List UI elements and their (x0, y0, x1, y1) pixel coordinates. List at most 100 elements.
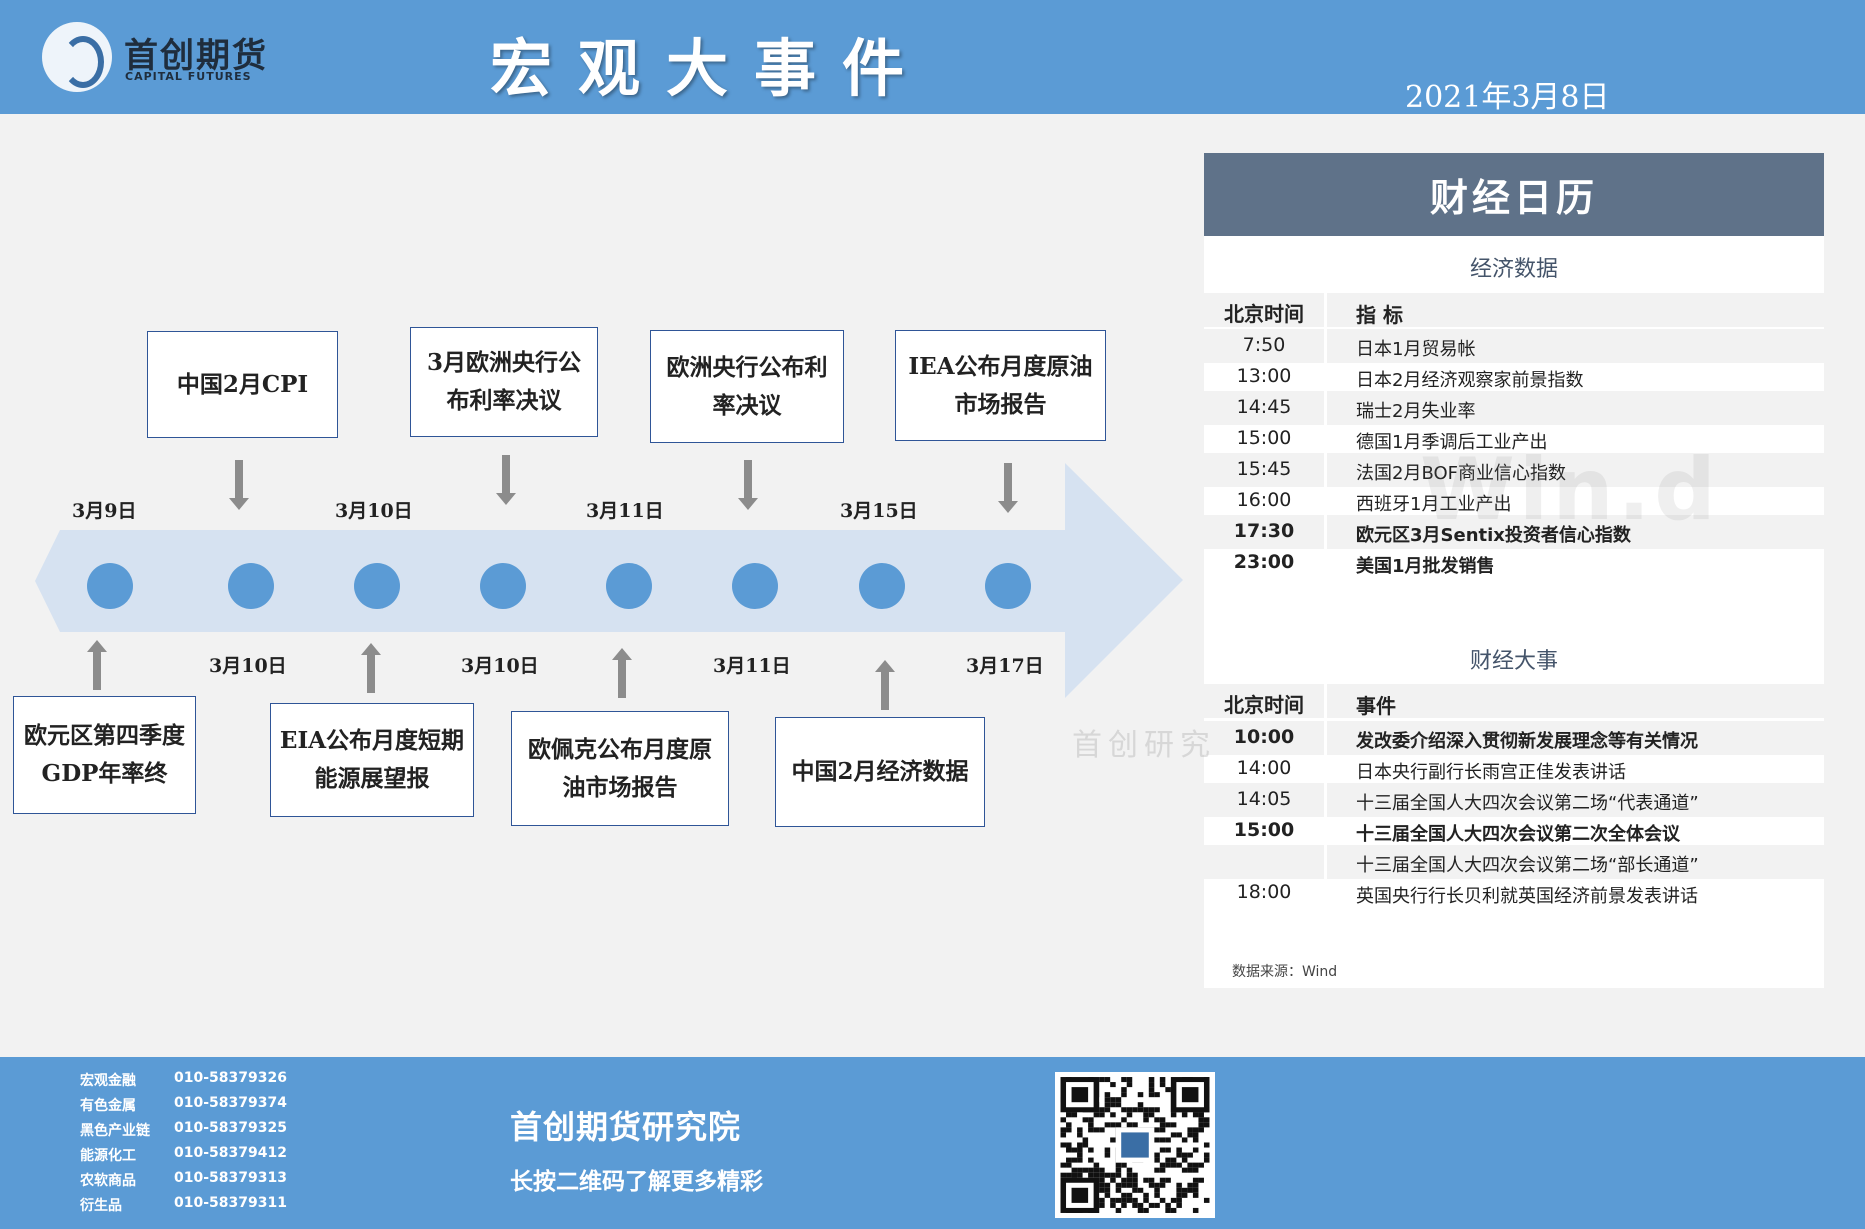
financial-event-row: 十三届全国人大四次会议第二场“部长通道” (1204, 845, 1824, 879)
col-header-time: 北京时间 (1224, 693, 1304, 717)
event-box-eurozone-gdp: 欧元区第四季度GDP年率终 (13, 696, 196, 814)
economic-data-row: 14:45 瑞士2月失业率 (1204, 391, 1824, 425)
timeline-dots (87, 563, 1031, 609)
timeline-dot (859, 563, 905, 609)
contact-phone: 010-58379374 (174, 1095, 287, 1111)
economic-data-row: 15:45 法国2月BOF商业信心指数 (1204, 453, 1824, 487)
date-label-top-4: 3月15日 (840, 500, 918, 522)
row-event: 日本央行副行长雨宫正佳发表讲话 (1356, 762, 1626, 783)
timeline-graphic (35, 455, 1183, 710)
timeline-dot (606, 563, 652, 609)
col-header-event: 事件 (1356, 694, 1396, 718)
row-time: 15:45 (1236, 458, 1292, 480)
financial-event-row: 14:00 日本央行副行长雨宫正佳发表讲话 (1204, 752, 1824, 786)
economic-data-row: 16:00 西班牙1月工业产出 (1204, 484, 1824, 518)
event-box-opec-oil-report: 欧佩克公布月度原油市场报告 (511, 711, 729, 826)
contact-dept: 宏观金融 (80, 1073, 136, 1089)
date-label-top-3: 3月11日 (586, 500, 664, 522)
qr-code-icon[interactable] (1055, 1072, 1215, 1218)
contact-phone: 010-58379313 (174, 1170, 287, 1186)
down-arrow-icon (229, 460, 249, 510)
row-indicator: 德国1月季调后工业产出 (1356, 432, 1548, 453)
qr-slogan: 长按二维码了解更多精彩 (510, 1169, 763, 1195)
down-arrow-icon (998, 463, 1018, 513)
economic-data-row: 17:30 欧元区3月Sentix投资者信心指数 (1204, 515, 1824, 549)
row-time: 17:30 (1233, 520, 1295, 542)
date-label-bottom-2: 3月10日 (461, 655, 539, 677)
contact-dept: 能源化工 (80, 1148, 136, 1164)
financial-event-row: 14:05 十三届全国人大四次会议第二场“代表通道” (1204, 783, 1824, 817)
col-header-time: 北京时间 (1224, 302, 1304, 326)
row-event: 发改委介绍深入贯彻新发展理念等有关情况 (1356, 731, 1698, 752)
row-time: 10:00 (1233, 726, 1295, 748)
financial-event-row: 10:00 发改委介绍深入贯彻新发展理念等有关情况 (1204, 721, 1824, 755)
calendar-title: 财经日历 (1204, 153, 1824, 236)
up-arrow-icon (875, 660, 895, 710)
economic-data-row: 15:00 德国1月季调后工业产出 (1204, 422, 1824, 456)
event-box-china-cpi: 中国2月CPI (147, 331, 338, 438)
contact-line: 黑色产业链 010-58379325 (80, 1120, 287, 1140)
row-indicator: 日本2月经济观察家前景指数 (1356, 370, 1584, 391)
event-box-china-economic-data: 中国2月经济数据 (775, 717, 985, 827)
row-event: 十三届全国人大四次会议第二场“部长通道” (1356, 855, 1699, 876)
row-time: 7:50 (1242, 334, 1286, 356)
research-watermark: 首创研究 (1072, 728, 1216, 763)
down-arrow-icon (738, 460, 758, 510)
row-event: 英国央行行长贝利就英国经济前景发表讲话 (1356, 886, 1698, 907)
row-indicator: 法国2月BOF商业信心指数 (1356, 463, 1567, 484)
date-label-bottom-4: 3月17日 (966, 655, 1044, 677)
date-label-bottom-3: 3月11日 (713, 655, 791, 677)
col-header-indicator: 指 标 (1356, 303, 1403, 327)
footer-banner: 宏观金融 010-58379326 有色金属 010-58379374 黑色产业链 010… (0, 1057, 1865, 1229)
timeline-dot (480, 563, 526, 609)
timeline-dot (732, 563, 778, 609)
date-label-top-1: 3月9日 (72, 500, 137, 522)
row-event: 十三届全国人大四次会议第二次全体会议 (1356, 824, 1680, 845)
section-financial-events-title: 财经大事 (1469, 649, 1558, 674)
contact-dept: 衍生品 (80, 1198, 122, 1214)
contact-phone: 010-58379412 (174, 1145, 287, 1161)
date-label-bottom-1: 3月10日 (209, 655, 287, 677)
row-indicator: 欧元区3月Sentix投资者信心指数 (1356, 525, 1631, 546)
economic-data-row: 23:00 美国1月批发销售 (1204, 546, 1824, 580)
event-box-ecb-rate-decision-march: 3月欧洲央行公布利率决议 (410, 327, 598, 437)
logo-english-name: CAPITAL FUTURES (125, 70, 252, 83)
down-arrow-icon (496, 455, 516, 505)
row-time: 14:45 (1236, 396, 1292, 418)
contact-line: 宏观金融 010-58379326 (80, 1070, 287, 1090)
contact-phone: 010-58379326 (174, 1070, 287, 1086)
financial-event-row: 18:00 英国央行行长贝利就英国经济前景发表讲话 (1204, 876, 1824, 910)
row-time: 18:00 (1236, 881, 1292, 903)
up-arrow-icon (361, 643, 381, 693)
row-indicator: 瑞士2月失业率 (1356, 401, 1476, 422)
row-indicator: 美国1月批发销售 (1356, 556, 1495, 577)
institute-name: 首创期货研究院 (510, 1108, 742, 1146)
row-event: 十三届全国人大四次会议第二场“代表通道” (1356, 793, 1699, 814)
contact-dept: 有色金属 (80, 1098, 136, 1114)
row-time: 14:00 (1236, 757, 1292, 779)
contact-dept: 黑色产业链 (80, 1123, 150, 1139)
section-economic-data-title: 经济数据 (1469, 257, 1558, 282)
report-date: 2021年3月8日 (1405, 80, 1610, 115)
row-indicator: 西班牙1月工业产出 (1356, 494, 1512, 515)
economic-table-header: 北京时间 指 标 (1204, 293, 1824, 327)
up-arrow-icon (612, 648, 632, 698)
contact-phone: 010-58379325 (174, 1120, 287, 1136)
capital-futures-logo-icon (42, 22, 112, 92)
timeline-dot (985, 563, 1031, 609)
timeline-dot (87, 563, 133, 609)
contact-line: 能源化工 010-58379412 (80, 1145, 287, 1165)
row-time: 23:00 (1233, 551, 1295, 573)
date-label-top-2: 3月10日 (335, 500, 413, 522)
row-time: 15:00 (1236, 427, 1292, 449)
page-title: 宏观大事件 (490, 32, 931, 105)
event-box-ecb-rate-decision: 欧洲央行公布利率决议 (650, 330, 844, 443)
contact-line: 有色金属 010-58379374 (80, 1095, 287, 1115)
row-time: 14:05 (1236, 788, 1292, 810)
row-time: 16:00 (1236, 489, 1292, 511)
